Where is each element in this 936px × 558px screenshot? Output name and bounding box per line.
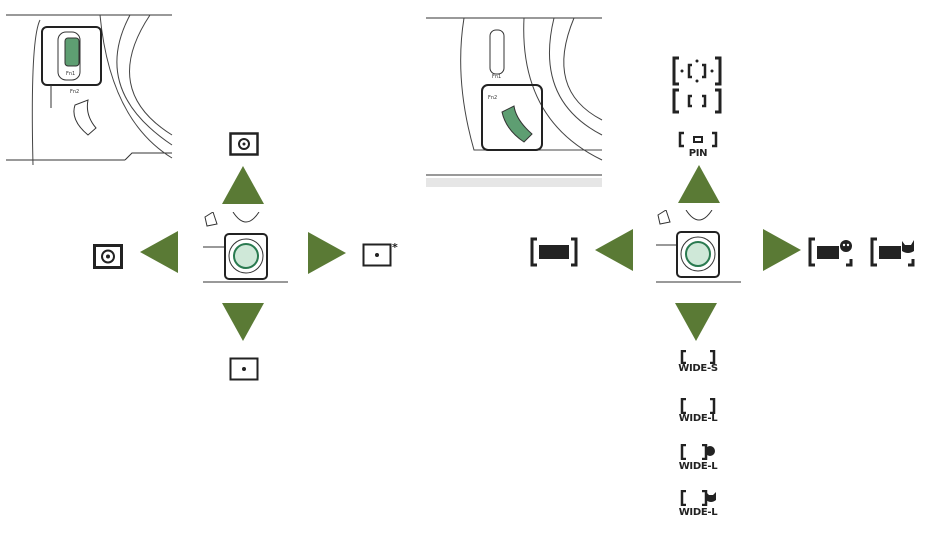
multi-selector-illustration xyxy=(656,210,741,283)
left-arrow xyxy=(140,231,178,273)
fn1-button xyxy=(64,37,80,67)
center-weighted-metering-icon xyxy=(93,244,123,269)
wide-s-af-icon xyxy=(680,350,716,364)
dynamic-area-af-icon xyxy=(672,56,722,86)
down-arrow xyxy=(675,303,717,341)
camera-fn1-illustration xyxy=(6,14,173,166)
spot-metering-icon xyxy=(229,357,259,381)
fn1-highlight-frame xyxy=(41,26,102,86)
pin-label: PIN xyxy=(688,148,708,159)
fn1-button xyxy=(489,29,505,75)
wide-l-animal-label: WIDE-L xyxy=(678,507,718,518)
wide-area-af-icon xyxy=(530,237,578,267)
auto-area-af-animal-icon xyxy=(870,237,915,267)
up-arrow xyxy=(222,166,264,204)
pinpoint-af-icon xyxy=(678,131,718,148)
fn2-button xyxy=(73,99,97,136)
up-arrow xyxy=(678,165,720,203)
multi-selector-illustration xyxy=(203,212,288,283)
wide-l-af-icon xyxy=(680,398,716,414)
wide-l-people-label: WIDE-L xyxy=(678,461,718,472)
fn1-label: Fn1 xyxy=(492,74,502,80)
svg-text:*: * xyxy=(392,241,398,254)
auto-area-af-people-icon xyxy=(808,237,853,267)
wide-l-label: WIDE-L xyxy=(678,413,718,424)
fn1-label: Fn1 xyxy=(66,71,76,77)
camera-fn2-illustration xyxy=(426,17,603,187)
left-arrow xyxy=(595,229,633,271)
fn2-label: Fn2 xyxy=(488,95,498,101)
right-arrow xyxy=(308,232,346,274)
right-arrow xyxy=(763,229,801,271)
single-point-af-icon xyxy=(672,88,722,114)
wide-s-label: WIDE-S xyxy=(678,363,718,374)
fn2-button xyxy=(501,105,533,143)
wide-l-people-af-icon xyxy=(680,444,715,460)
fn2-label: Fn2 xyxy=(70,89,80,95)
fn2-highlight-frame xyxy=(481,84,543,151)
down-arrow xyxy=(222,303,264,341)
matrix-metering-icon xyxy=(229,132,259,156)
highlight-weighted-metering-icon: * xyxy=(362,241,398,267)
wide-l-animal-af-icon xyxy=(680,490,716,506)
